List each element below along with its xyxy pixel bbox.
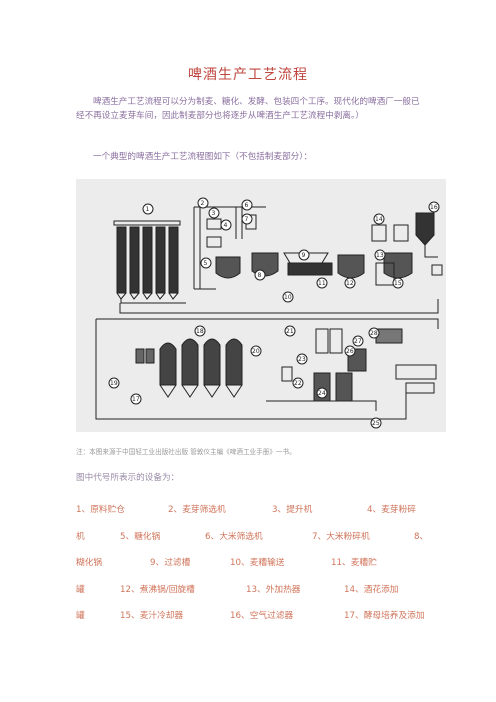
legend-intro: 图中代号所表示的设备为： xyxy=(76,473,180,483)
legend-row: 糊化锅 9、过滤槽 10、麦糟输送 11、麦糟贮 xyxy=(76,550,436,577)
legend-row: 罐 12、煮沸锅/回旋槽 13、外加热器 14、酒花添加 xyxy=(76,577,436,604)
callout-2: 2 xyxy=(201,200,205,207)
legend-item: 机 xyxy=(76,531,85,542)
legend-item: 17、酵母培养及添加 xyxy=(344,611,425,621)
equipment-legend-list: 1、原料贮仓 2、麦芽筛选机 3、提升机 4、麦芽粉碎 机 5、糖化锅 6、大米… xyxy=(76,497,436,630)
legend-item: 罐 xyxy=(76,584,85,595)
legend-item: 16、空气过滤器 xyxy=(230,611,294,621)
legend-item: 糊化锅 xyxy=(76,558,103,568)
legend-item: 5、糖化锅 xyxy=(120,531,161,542)
callout-19: 19 xyxy=(110,380,118,387)
figure-intro: 一个典型的啤酒生产工艺流程图如下（不包括制麦部分）： xyxy=(93,152,313,162)
callout-17: 17 xyxy=(132,396,140,403)
page-title: 啤酒生产工艺流程 xyxy=(188,67,308,83)
legend-item: 11、麦糟贮 xyxy=(331,558,377,568)
legend-item: 7、大米粉碎机 xyxy=(312,531,370,542)
callout-21: 21 xyxy=(286,328,294,335)
callout-23: 23 xyxy=(298,356,306,363)
callout-4: 4 xyxy=(224,222,228,229)
callout-24: 24 xyxy=(318,390,326,397)
callout-1: 1 xyxy=(146,206,150,213)
callout-3: 3 xyxy=(212,210,216,217)
callout-9: 9 xyxy=(302,252,306,259)
flow-diagram-svg: 1 2 3 4 5 6 7 8 9 10 11 12 13 1 xyxy=(95,197,443,429)
callout-18: 18 xyxy=(196,328,204,335)
callout-10: 10 xyxy=(284,294,292,301)
legend-item: 1、原料贮仓 xyxy=(76,505,125,515)
legend-item: 6、大米筛选机 xyxy=(205,531,263,542)
callout-7: 7 xyxy=(245,216,249,223)
legend-item: 14、酒花添加 xyxy=(344,584,399,595)
callout-6: 6 xyxy=(245,202,249,209)
legend-row: 1、原料贮仓 2、麦芽筛选机 3、提升机 4、麦芽粉碎 xyxy=(76,497,436,524)
raw-material-silos xyxy=(113,220,186,304)
callout-27: 27 xyxy=(354,338,362,345)
callout-16: 16 xyxy=(430,204,438,211)
callout-15: 15 xyxy=(394,280,402,287)
legend-item: 12、煮沸锅/回旋槽 xyxy=(120,584,195,595)
legend-item: 罐 xyxy=(76,611,85,621)
legend-item: 2、麦芽筛选机 xyxy=(168,505,226,515)
intro-paragraph: 啤酒生产工艺流程可以分为制麦、糖化、发酵、包装四个工序。现代化的啤酒厂一般已经不… xyxy=(76,97,420,121)
legend-item: 15、麦汁冷却器 xyxy=(120,611,184,621)
callout-28: 28 xyxy=(370,330,378,337)
legend-item: 4、麦芽粉碎 xyxy=(367,505,416,515)
legend-item: 10、麦糟输送 xyxy=(230,558,285,568)
process-flow-diagram: 1 2 3 4 5 6 7 8 9 10 11 12 13 1 xyxy=(76,179,446,432)
fermentation-tanks xyxy=(135,338,243,398)
callout-14: 14 xyxy=(375,216,383,223)
callout-13: 13 xyxy=(376,252,384,259)
callout-8: 8 xyxy=(258,272,262,279)
callout-20: 20 xyxy=(252,348,260,355)
callout-11: 11 xyxy=(318,280,326,287)
figure-source-note: 注：本图来源于中国轻工业出版社出版 管敦仪主编《啤酒工业手册》一书。 xyxy=(76,448,296,456)
callout-5: 5 xyxy=(204,260,208,267)
legend-row: 罐 15、麦汁冷却器 16、空气过滤器 17、酵母培养及添加 xyxy=(76,603,436,630)
legend-row: 机 5、糖化锅 6、大米筛选机 7、大米粉碎机 8、 xyxy=(76,524,436,551)
callout-26: 26 xyxy=(346,348,354,355)
legend-item: 13、外加热器 xyxy=(246,584,301,595)
callout-12: 12 xyxy=(346,280,354,287)
callout-25: 25 xyxy=(372,420,380,427)
legend-item: 3、提升机 xyxy=(272,505,313,515)
legend-item: 8、 xyxy=(414,531,429,542)
callout-22: 22 xyxy=(294,380,302,387)
legend-item: 9、过滤槽 xyxy=(150,558,191,568)
